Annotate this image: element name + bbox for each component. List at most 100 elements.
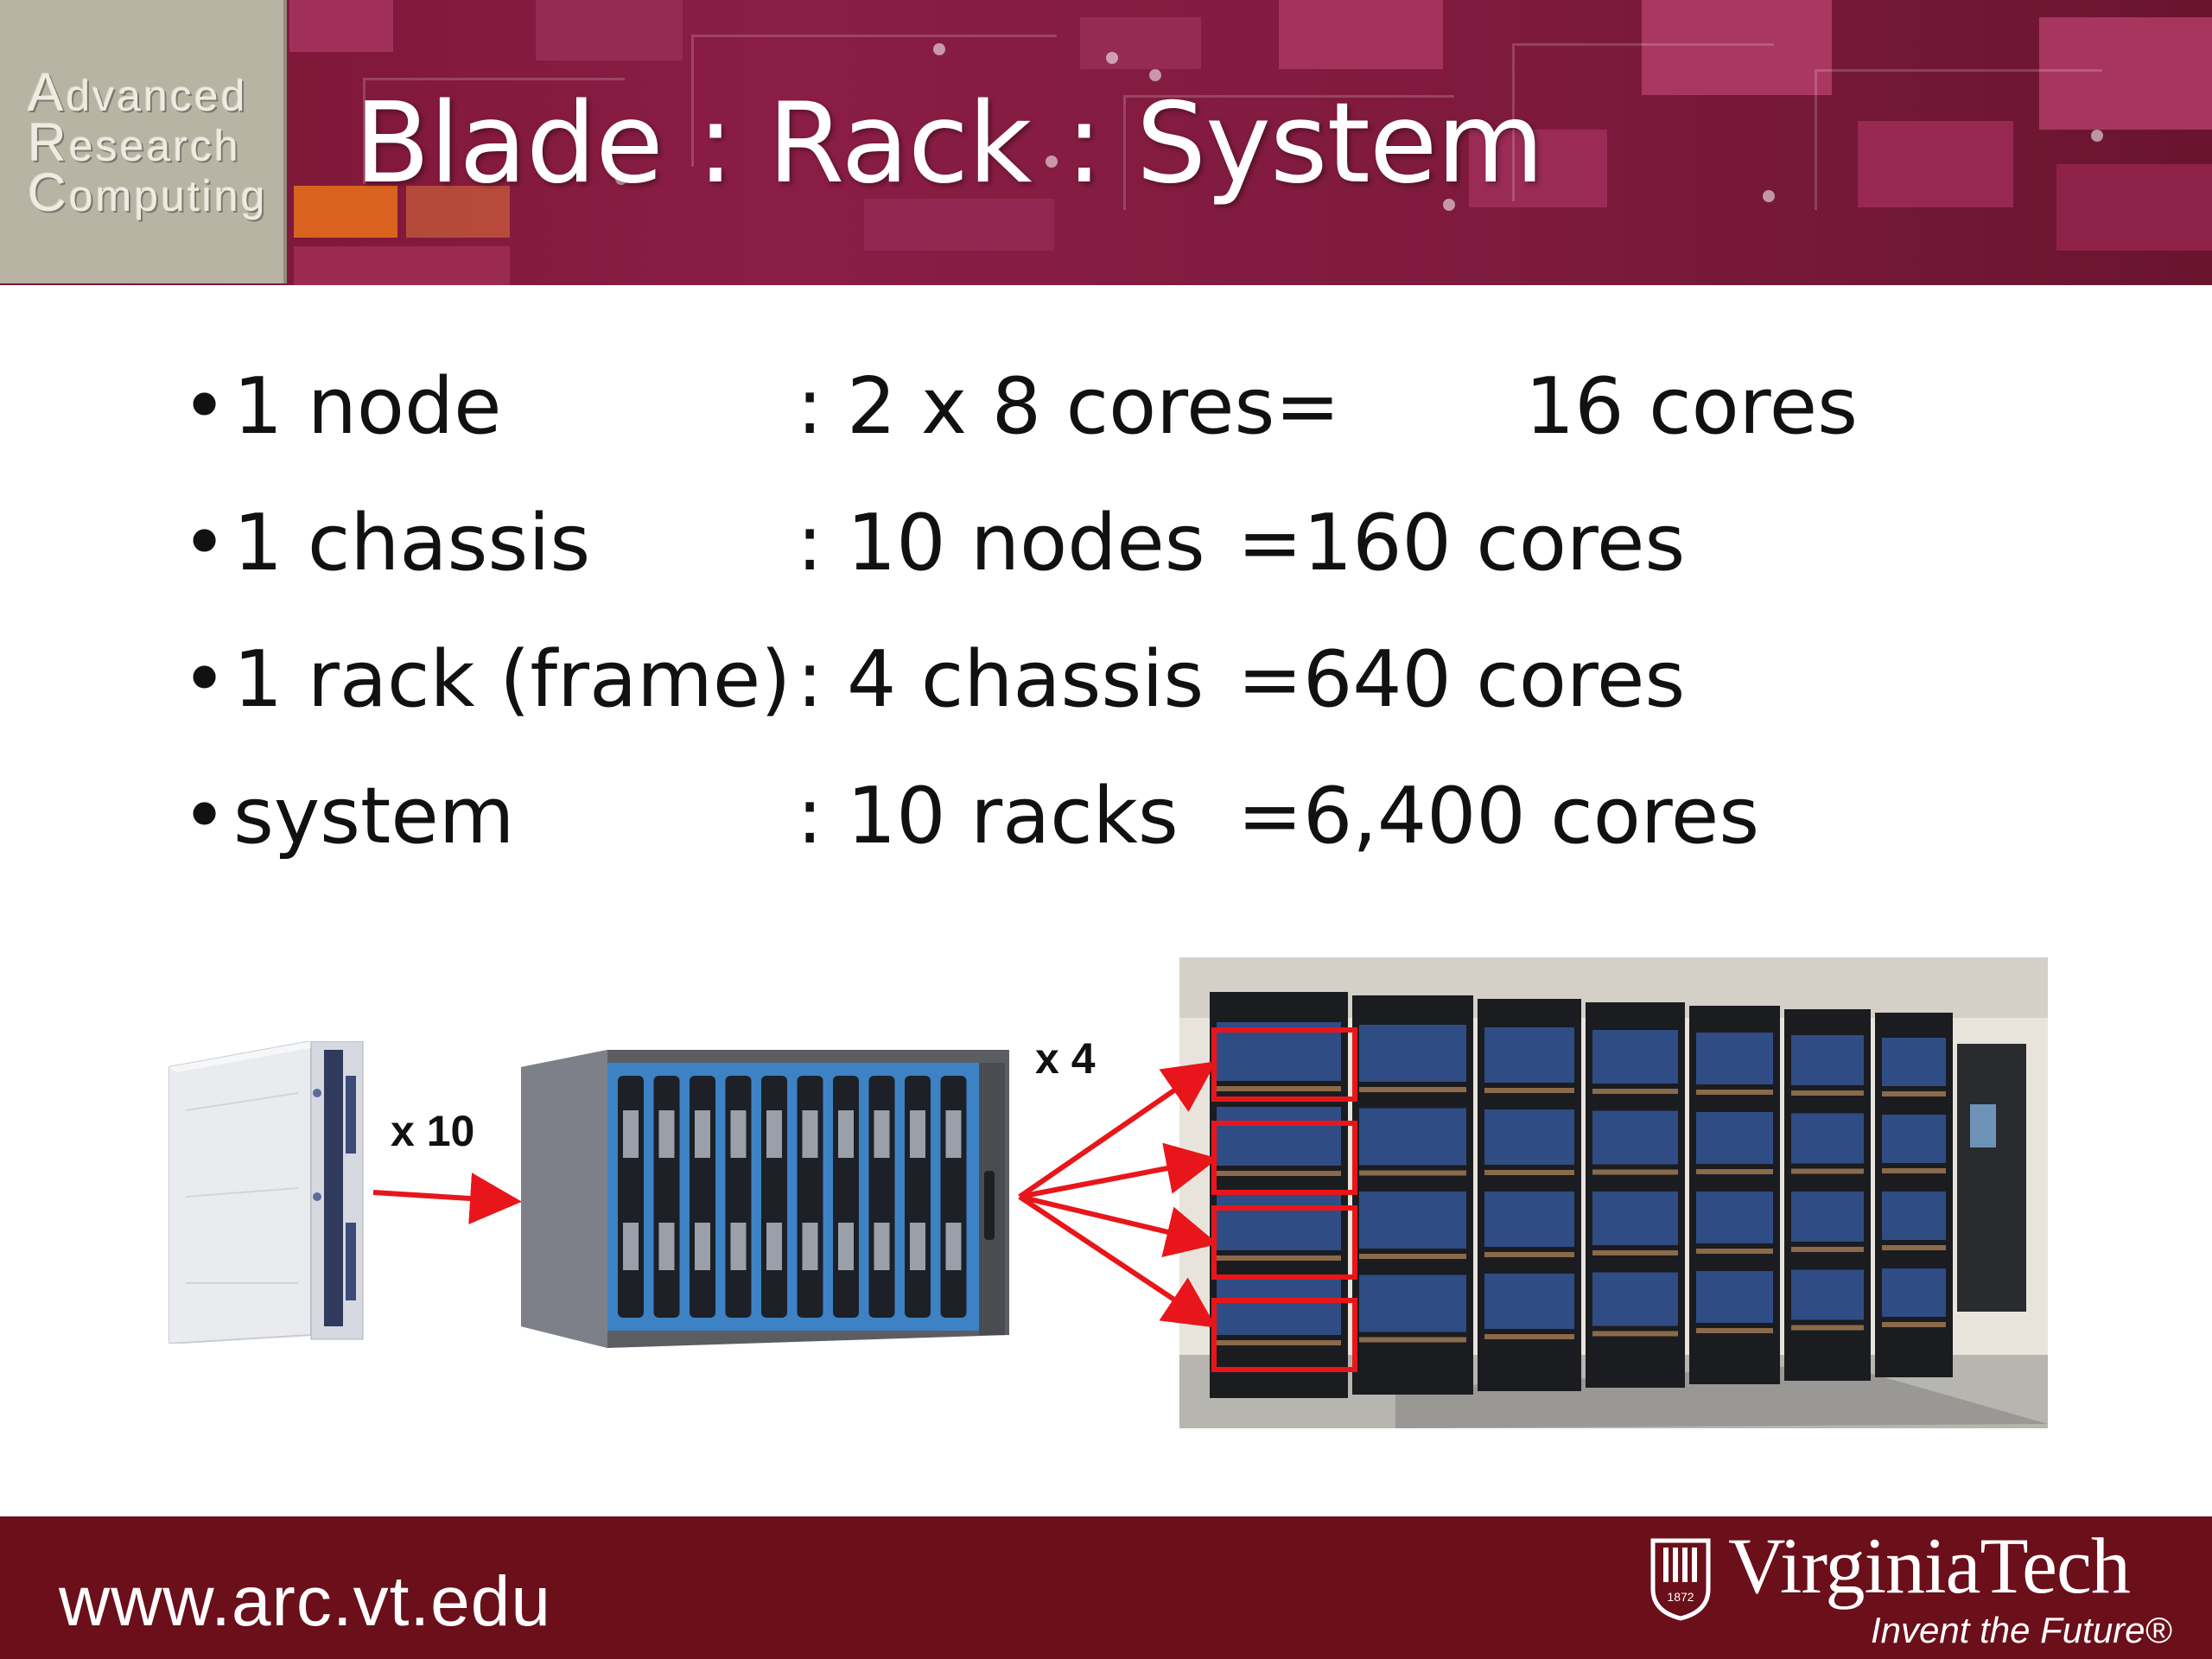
chassis-blade-handle [730,1110,747,1158]
rack-chassis-unit [1217,1276,1341,1335]
header-tile [1858,121,2013,207]
circuit-dot [1046,156,1058,168]
rack-chassis-unit [1217,1022,1341,1081]
chassis-blade-handle [945,1110,962,1158]
header-tile [289,0,393,52]
virginia-tech-wordmark: VirginiaTech [1728,1522,2131,1610]
rack-shelf [1791,1168,1864,1174]
chassis-blade-handle [658,1110,675,1158]
circuit-dot [1106,52,1118,64]
rack-chassis-unit [1791,1269,1864,1320]
header-tile [294,186,397,238]
rack-shelf [1359,1087,1466,1092]
rack-chassis-unit [1359,1192,1466,1249]
rack-shelf [1696,1249,1773,1254]
rack-chassis-unit [1882,1038,1946,1086]
bullet-quantity: 10 racks [847,771,1179,861]
chassis-blade-handle [730,1223,747,1270]
rack-shelf [1882,1322,1946,1327]
rack-chassis-unit [1696,1033,1773,1084]
slide-header: Advanced Research Computing Blade : Rack… [0,0,2212,285]
bullet-colon: : [797,498,823,588]
rack-chassis-unit [1359,1108,1466,1166]
arc-logo: Advanced Research Computing [0,0,287,283]
header-tile [1080,17,1201,69]
rack-chassis-unit [1484,1274,1574,1329]
blade-server-image [168,1041,364,1344]
rack-shelf [1217,1255,1341,1261]
rack-chassis-unit [1484,1192,1574,1247]
circuit-trace [1512,43,1774,201]
chassis-blade-handle [623,1110,639,1158]
rack-chassis-unit [1696,1112,1773,1164]
rack-shelf [1592,1331,1678,1337]
arc-logo-line-3: Computing [28,163,268,223]
virginia-tech-seal-icon: 1872 [1650,1538,1711,1621]
arc-logo-line-1: Advanced [28,63,248,123]
chassis-multiplier-label: x 4 [1035,1034,1096,1083]
rack-chassis-unit [1484,1109,1574,1165]
rack-shelf [1882,1245,1946,1250]
rack-shelf [1592,1089,1678,1094]
bullet-quantity: 10 nodes [847,498,1205,588]
bullet-total: 640 cores [1303,634,1686,725]
rack-chassis-unit [1791,1192,1864,1242]
header-tile [294,246,510,285]
circuit-trace [1123,95,1454,210]
bullet-term: 1 node [233,361,502,452]
rack-shelf [1359,1254,1466,1259]
rack-chassis-unit [1359,1025,1466,1082]
bullet-equals: = [1237,498,1303,588]
rack-shelf [1484,1170,1574,1175]
circuit-dot [1149,69,1161,81]
chassis-blade-handle [695,1110,710,1158]
rack-chassis-unit [1217,1192,1341,1250]
slide-title: Blade : Rack : System [354,79,1544,208]
bullet-total: 160 cores [1303,498,1686,588]
chassis-blade-handle [910,1110,925,1158]
chassis-blade-handle [766,1110,782,1158]
circuit-trace [363,78,625,184]
header-tile [864,199,1054,251]
bullet-total: 16 cores [1525,361,1858,452]
rack-chassis-unit [1882,1192,1946,1240]
rack-shelf [1359,1337,1466,1343]
rack-chassis-unit [1791,1113,1864,1164]
rack-chassis-unit [1696,1271,1773,1323]
arrow-blade-to-chassis [372,1173,522,1224]
bullet-term: 1 rack (frame) [233,634,791,725]
rack-chassis-unit [1882,1115,1946,1163]
rack-chassis-unit [1484,1027,1574,1083]
chassis-blade-handle [695,1223,710,1270]
footer-url: www.arc.vt.edu [59,1562,551,1641]
chassis-blade-handle [658,1223,675,1270]
rack-shelf [1359,1170,1466,1176]
bullet-quantity: 2 x 8 cores= [847,361,1340,452]
header-tile [406,186,510,238]
rack-chassis-unit [1592,1110,1678,1165]
bullet-marker: • [181,498,228,588]
rack-shelf [1791,1325,1864,1331]
rack-shelf [1217,1340,1341,1345]
circuit-dot [615,173,627,185]
rack-shelf [1592,1169,1678,1175]
chassis-blade-handle [802,1223,818,1270]
rack-shelf [1696,1328,1773,1333]
chassis-blade-handle [838,1110,854,1158]
bullet-term: system [233,771,515,861]
rack-chassis-unit [1592,1272,1678,1326]
rack-shelf [1484,1334,1574,1339]
header-tile [536,0,683,60]
rack-system-photo [1179,957,2048,1428]
rack-chassis-unit [1882,1268,1946,1317]
chassis-blade-handle [945,1223,962,1270]
circuit-dot [1763,190,1775,202]
bullet-colon: : [797,771,823,861]
slide-footer: www.arc.vt.edu 1872 VirginiaTech Invent … [0,1516,2212,1659]
rack-chassis-unit [1592,1192,1678,1245]
rack-shelf [1217,1086,1341,1091]
rack-shelf [1791,1090,1864,1096]
bullet-marker: • [181,634,228,725]
rack-system-drawing [1179,957,2048,1428]
virginia-tech-tagline: Invent the Future® [1871,1610,2172,1650]
